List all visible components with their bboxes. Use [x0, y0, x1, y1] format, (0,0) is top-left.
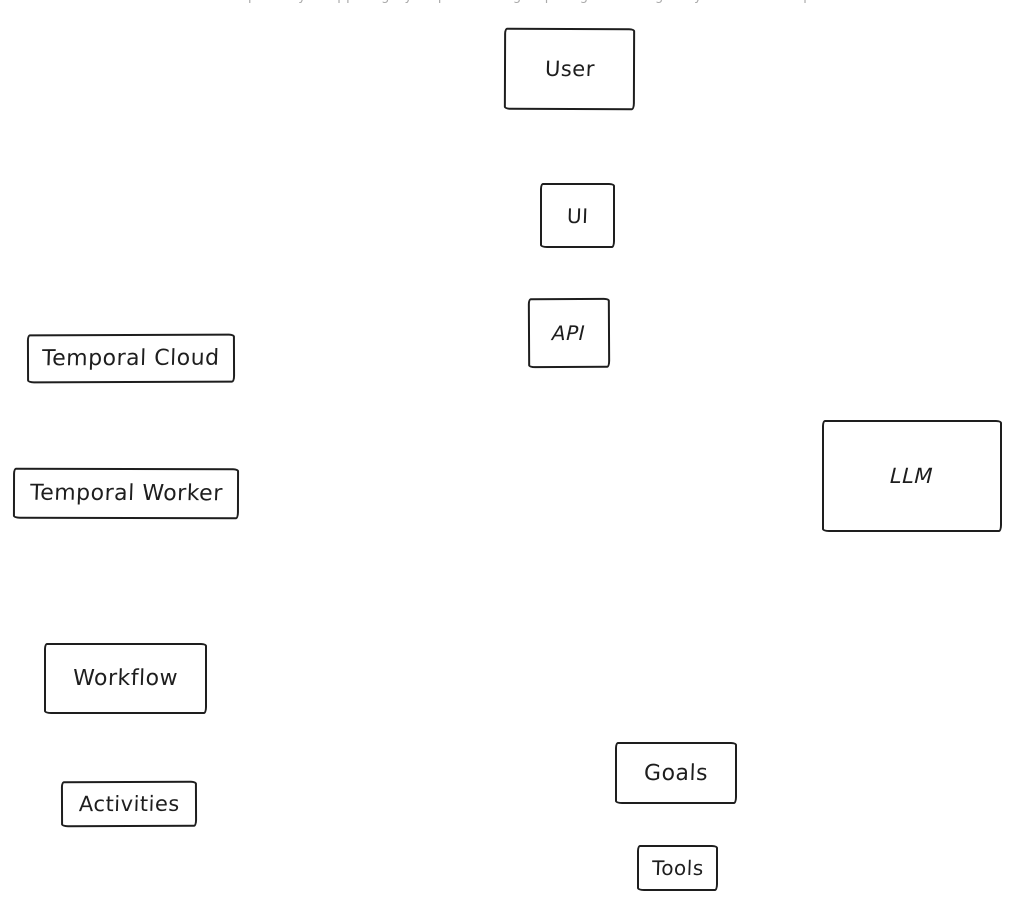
node-ui[interactable]: UI	[540, 183, 615, 248]
node-llm-label: LLM	[890, 464, 934, 488]
node-api-label: API	[552, 320, 586, 346]
clipped-top-text: partially cropped gray caption along top…	[248, 0, 819, 4]
node-llm[interactable]: LLM	[822, 420, 1002, 532]
node-activities[interactable]: Activities	[60, 780, 198, 828]
node-workflow-label: Workflow	[72, 666, 179, 691]
node-tools-label: Tools	[651, 856, 704, 880]
node-activities-label: Activities	[78, 791, 180, 817]
node-goals-label: Goals	[643, 760, 709, 786]
node-user[interactable]: User	[503, 27, 636, 111]
node-workflow[interactable]: Workflow	[44, 643, 207, 714]
node-ui-label: UI	[566, 203, 589, 228]
node-api[interactable]: API	[527, 297, 611, 369]
node-temporal-cloud-label: Temporal Cloud	[41, 345, 221, 372]
node-temporal-worker-label: Temporal Worker	[29, 480, 223, 507]
node-goals[interactable]: Goals	[615, 742, 737, 804]
node-tools[interactable]: Tools	[637, 845, 718, 891]
node-temporal-worker[interactable]: Temporal Worker	[12, 467, 240, 520]
node-user-label: User	[544, 56, 595, 82]
node-temporal-cloud[interactable]: Temporal Cloud	[26, 333, 236, 384]
